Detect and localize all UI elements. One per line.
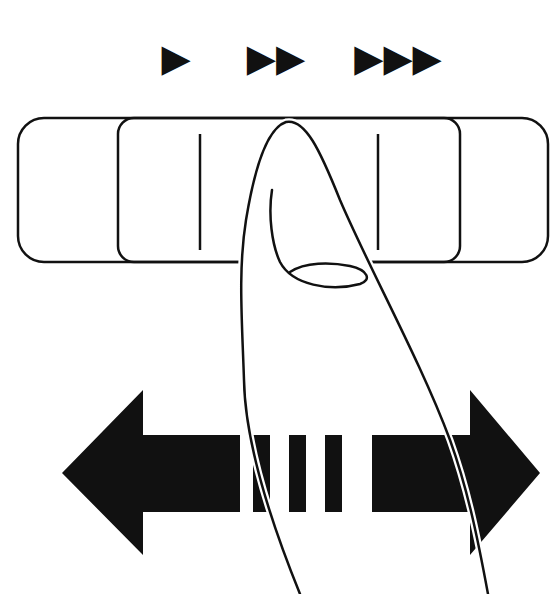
speed-symbol: ▶▶ xyxy=(247,39,305,77)
finger-outline xyxy=(241,122,488,594)
speed-symbol: ▶▶▶ xyxy=(354,39,442,77)
speed-symbol: ▶ xyxy=(161,39,190,77)
finger-fill xyxy=(241,122,488,594)
double-arrow xyxy=(62,390,540,555)
detent-line xyxy=(199,134,202,250)
detent-line xyxy=(377,134,380,250)
